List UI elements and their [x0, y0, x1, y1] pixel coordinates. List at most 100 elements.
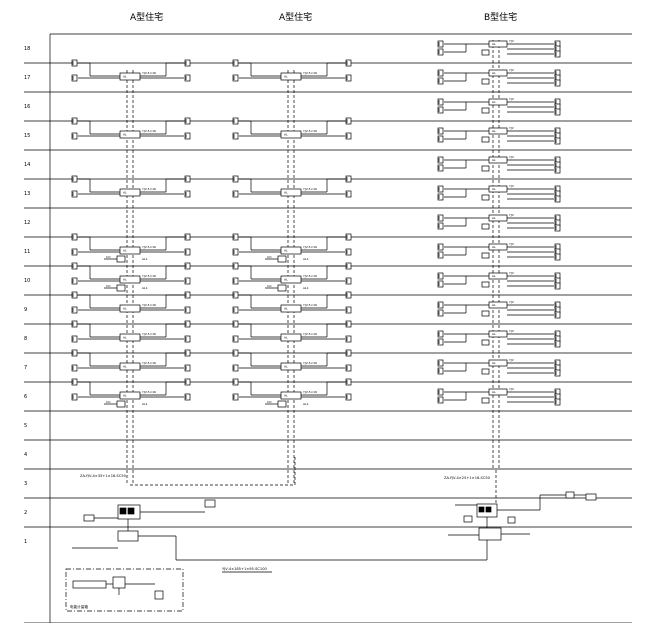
floor-distribution-box	[280, 275, 302, 284]
meter-symbol	[184, 364, 191, 372]
sub-meter-box	[277, 400, 287, 408]
meter-symbol	[437, 396, 444, 404]
meter-symbol	[437, 388, 444, 396]
meter-symbol	[71, 378, 78, 386]
meter-symbol	[71, 306, 78, 314]
sub-meter-box	[277, 255, 287, 263]
meter-symbol	[554, 340, 561, 348]
meter-symbol	[71, 291, 78, 299]
box-code-label: AL	[492, 332, 496, 336]
floor-distribution-box	[280, 304, 302, 313]
sub-meter-box	[481, 136, 490, 143]
cable-spec-text: YJV-5×16	[142, 245, 156, 249]
meter-box-main	[112, 576, 126, 589]
cable-spec-text: YJV	[509, 387, 515, 391]
sub-meter-box	[116, 255, 126, 263]
meter-symbol	[554, 282, 561, 290]
meter-symbol	[71, 320, 78, 328]
meter-symbol	[71, 233, 78, 241]
meter-symbol	[184, 117, 191, 125]
box-code-label: AL	[123, 278, 127, 282]
cable-spec-text: AL1	[303, 402, 309, 406]
meter-symbol	[554, 166, 561, 174]
sub-meter-box	[481, 397, 490, 404]
meter-symbol	[437, 309, 444, 317]
floor-distribution-box	[280, 130, 302, 139]
meter-box-terminal	[72, 580, 107, 589]
meter-symbol	[345, 306, 352, 314]
meter-symbol	[437, 106, 444, 114]
meter-symbol	[184, 335, 191, 343]
floor-label: 8	[24, 336, 28, 342]
meter-symbol	[232, 117, 239, 125]
sub-meter-box	[481, 310, 490, 317]
meter-symbol	[437, 280, 444, 288]
meter-symbol	[184, 132, 191, 140]
panel-breaker	[485, 506, 492, 513]
floor-label: 6	[24, 394, 28, 400]
floor-distribution-box	[119, 304, 141, 313]
cable-spec-text: YJV-5×16	[303, 129, 317, 133]
aux-box	[463, 515, 473, 523]
cable-spec-text: YJV	[509, 126, 515, 130]
meter-symbol	[437, 127, 444, 135]
box-code-label: AL	[123, 307, 127, 311]
floor-distribution-box	[119, 333, 141, 342]
meter-symbol	[437, 251, 444, 259]
cable-spec-text: YJV-5×16	[142, 303, 156, 307]
cable-spec-text: YJV-5×16	[303, 274, 317, 278]
meter-symbol	[232, 320, 239, 328]
aux-box	[83, 514, 95, 522]
meter-symbol	[71, 335, 78, 343]
meter-symbol	[345, 190, 352, 198]
cable-spec-text: YJV-5×16	[303, 245, 317, 249]
cable-spec-text: YJV-5×16	[142, 361, 156, 365]
meter-symbol	[71, 117, 78, 125]
sub-meter-box	[481, 194, 490, 201]
meter-symbol	[232, 190, 239, 198]
meter-symbol	[437, 359, 444, 367]
meter-symbol	[554, 224, 561, 232]
sub-meter-box	[481, 223, 490, 230]
sub-meter-box	[481, 107, 490, 114]
box-code-label: AL	[492, 187, 496, 191]
meter-symbol	[554, 253, 561, 261]
box-code-label: AL	[492, 245, 496, 249]
floor-label: 2	[24, 510, 28, 516]
box-code-label: AL	[492, 303, 496, 307]
panel-breaker	[478, 506, 485, 513]
cable-spec-text: YJV	[509, 242, 515, 246]
cable-spec-text: YJV-5×16	[303, 303, 317, 307]
meter-symbol	[232, 74, 239, 82]
meter-symbol	[345, 262, 352, 270]
meter-symbol	[184, 306, 191, 314]
floor-distribution-box	[280, 391, 302, 400]
floor-distribution-box	[119, 188, 141, 197]
cable-spec-text: YJV-5×16	[303, 187, 317, 191]
floor-label: 15	[24, 133, 31, 139]
meter-symbol	[184, 190, 191, 198]
box-code-label: AL	[123, 365, 127, 369]
meter-symbol	[232, 349, 239, 357]
meter-symbol	[437, 40, 444, 48]
cable-spec-text: AL1	[142, 402, 148, 406]
meter-symbol	[345, 335, 352, 343]
meter-symbol	[437, 243, 444, 251]
meter-symbol	[184, 277, 191, 285]
meter-symbol	[437, 48, 444, 56]
floor-label: 12	[24, 220, 31, 226]
meter-symbol	[184, 233, 191, 241]
cable-spec-text: YJV-5×16	[142, 71, 156, 75]
floor-distribution-box	[280, 188, 302, 197]
cable-spec-text: YJV	[509, 329, 515, 333]
meter-symbol	[71, 74, 78, 82]
meter-symbol	[437, 77, 444, 85]
floor-label: 5	[24, 423, 28, 429]
bus-note-a: ZA-YJV-4×35+1×16-SC50	[80, 474, 126, 478]
sub-meter-box	[481, 78, 490, 85]
meter-symbol	[345, 393, 352, 401]
meter-symbol	[71, 349, 78, 357]
floor-label: 3	[24, 481, 28, 487]
meter-symbol	[554, 108, 561, 116]
feeder-box	[565, 491, 575, 499]
